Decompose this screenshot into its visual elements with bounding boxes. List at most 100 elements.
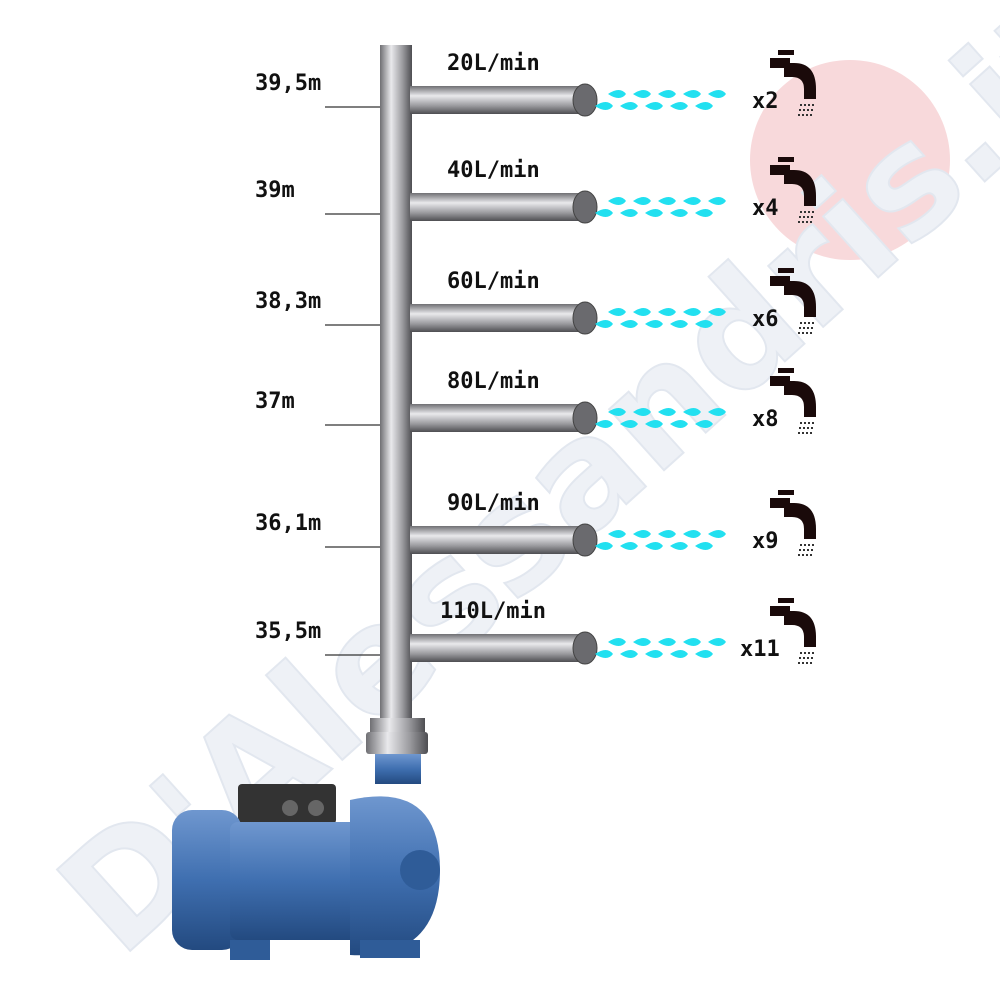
water-drop-icon — [595, 102, 613, 110]
water-drop-icon — [708, 197, 726, 205]
screw-icon — [308, 800, 324, 816]
pump — [172, 718, 440, 960]
height-label: 39m — [255, 178, 295, 203]
water-drop-icon — [633, 90, 651, 98]
faucet-icon — [770, 490, 816, 556]
water-drop-icon — [633, 308, 651, 316]
water-drop-icon — [658, 638, 676, 646]
water-drop-icon — [670, 542, 688, 550]
vertical-pipe — [380, 45, 412, 725]
water-drop-icon — [670, 320, 688, 328]
water-drop-icon — [683, 638, 701, 646]
water-drop-icon — [670, 420, 688, 428]
water-drop-icon — [633, 408, 651, 416]
pipe-end-cap — [572, 523, 598, 557]
water-drop-icon — [595, 320, 613, 328]
water-drop-icon — [645, 320, 663, 328]
water-drop-icon — [608, 530, 626, 538]
branch-row: 37m 80L/min x8 — [255, 368, 816, 435]
pipe-end-cap — [572, 631, 598, 665]
water-drop-icon — [645, 542, 663, 550]
water-drop-icon — [683, 530, 701, 538]
water-drop-icon — [633, 197, 651, 205]
water-drop-icon — [633, 530, 651, 538]
water-drop-icon — [595, 209, 613, 217]
water-drop-icon — [658, 197, 676, 205]
water-drop-icon — [658, 530, 676, 538]
water-drop-icon — [595, 420, 613, 428]
pipe-nut — [366, 732, 428, 754]
water-drop-icon — [608, 197, 626, 205]
water-drop-icon — [608, 90, 626, 98]
water-drop-icon — [608, 638, 626, 646]
water-drop-icon — [708, 90, 726, 98]
tap-count: x8 — [752, 407, 779, 432]
tap-count: x4 — [752, 196, 779, 221]
branch-pipe — [410, 404, 580, 432]
water-drop-icon — [670, 650, 688, 658]
pipe-end-cap — [572, 83, 598, 117]
water-drop-icon — [695, 650, 713, 658]
branch-pipe — [410, 634, 580, 662]
water-drop-icon — [608, 308, 626, 316]
tap-count: x11 — [740, 637, 780, 662]
tap-count: x6 — [752, 307, 779, 332]
pump-foot — [230, 940, 270, 960]
flow-label: 80L/min — [447, 369, 540, 394]
pump-inlet — [400, 850, 440, 890]
water-drop-icon — [708, 408, 726, 416]
water-drop-icon — [620, 420, 638, 428]
water-drop-icon — [645, 102, 663, 110]
water-drop-icon — [695, 542, 713, 550]
pipe-end-cap — [572, 190, 598, 224]
water-drop-icon — [645, 650, 663, 658]
height-label: 36,1m — [255, 511, 321, 536]
water-drop-icon — [595, 542, 613, 550]
pump-outlet — [375, 754, 421, 784]
water-drop-icon — [683, 90, 701, 98]
water-drop-icon — [683, 197, 701, 205]
faucet-icon — [770, 157, 816, 223]
height-label: 39,5m — [255, 71, 321, 96]
branch-pipe — [410, 304, 580, 332]
water-drop-icon — [645, 209, 663, 217]
motor-body — [230, 822, 360, 940]
water-drop-icon — [658, 90, 676, 98]
pump-foot — [360, 940, 420, 958]
water-drop-icon — [708, 530, 726, 538]
water-drop-icon — [658, 308, 676, 316]
branch-row: 39m 40L/min x4 — [255, 157, 816, 224]
water-drop-icon — [645, 420, 663, 428]
branch-pipe — [410, 193, 580, 221]
height-label: 38,3m — [255, 289, 321, 314]
water-drop-icon — [708, 638, 726, 646]
water-drop-icon — [595, 650, 613, 658]
water-drop-icon — [620, 102, 638, 110]
water-drop-icon — [620, 209, 638, 217]
water-drop-icon — [620, 542, 638, 550]
flow-label: 40L/min — [447, 158, 540, 183]
pipe-coupling — [370, 718, 425, 732]
branch-pipe — [410, 526, 580, 554]
water-drop-icon — [695, 102, 713, 110]
flow-label: 110L/min — [440, 599, 546, 624]
water-drop-icon — [620, 320, 638, 328]
branch-pipe — [410, 86, 580, 114]
faucet-icon — [770, 598, 816, 664]
pump-volute — [350, 796, 440, 956]
water-drop-icon — [658, 408, 676, 416]
faucet-icon — [770, 268, 816, 334]
faucet-icon — [770, 50, 816, 116]
water-drop-icon — [695, 420, 713, 428]
height-label: 37m — [255, 389, 295, 414]
water-drop-icon — [670, 209, 688, 217]
screw-icon — [282, 800, 298, 816]
water-drop-icon — [708, 308, 726, 316]
water-drop-icon — [683, 408, 701, 416]
